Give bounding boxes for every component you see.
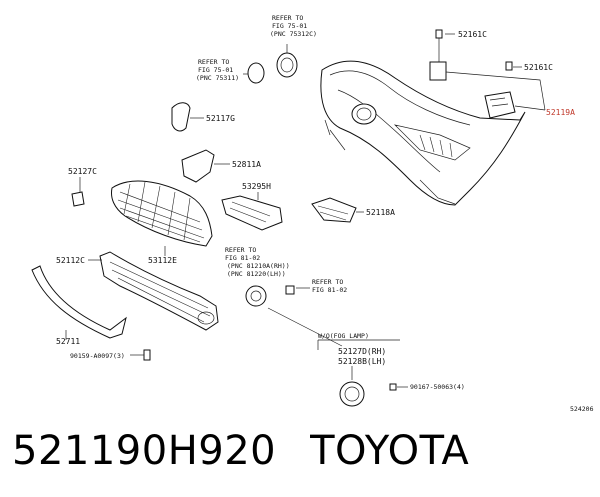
- clip-52161c-right[interactable]: [505, 61, 522, 71]
- label-52127d: 52127D(RH): [338, 347, 386, 356]
- label-52161c-right: 52161C: [524, 63, 553, 72]
- label-52117g: 52117G: [206, 114, 235, 123]
- svg-text:REFER TO: REFER TO: [312, 278, 343, 286]
- label-52811a: 52811A: [232, 160, 261, 169]
- svg-text:REFER TO: REFER TO: [225, 246, 256, 254]
- svg-text:FIG 75-01: FIG 75-01: [198, 66, 233, 74]
- emblem-75312c[interactable]: [276, 44, 298, 78]
- foglamp-81210a[interactable]: [245, 285, 343, 347]
- label-52161c-upper: 52161C: [458, 30, 487, 39]
- label-90159: 90159-A0097(3): [70, 352, 125, 360]
- bumper-cover[interactable]: [320, 60, 526, 206]
- bulb-81-02[interactable]: [285, 285, 310, 295]
- retainer-52119a[interactable]: [445, 71, 546, 119]
- label-90167: 90167-50063(4): [410, 383, 465, 391]
- label-fog-header: W/O(FOG LAMP): [318, 332, 369, 340]
- label-refer-81210a: REFER TO FIG 81-02 (PNC 81210A(RH)) (PNC…: [225, 246, 290, 278]
- svg-text:(PNC 75312C): (PNC 75312C): [270, 30, 317, 38]
- shroud-52811a[interactable]: [181, 149, 230, 183]
- label-52118a: 52118A: [366, 208, 395, 217]
- grille-53112e[interactable]: [111, 180, 213, 256]
- label-52112c: 52112C: [56, 256, 85, 265]
- label-52119a: 52119A: [546, 108, 575, 117]
- screw-90159[interactable]: [130, 349, 151, 361]
- label-refer-75311: REFER TO FIG 75-01 (PNC 75311): [196, 58, 239, 82]
- svg-text:REFER TO: REFER TO: [198, 58, 229, 66]
- svg-text:REFER TO: REFER TO: [272, 14, 303, 22]
- label-refer-75312c: REFER TO FIG 75-01 (PNC 75312C): [270, 14, 317, 38]
- label-53112e: 53112E: [148, 256, 177, 265]
- svg-text:(PNC 81220(LH)): (PNC 81220(LH)): [227, 270, 286, 278]
- label-52711: 52711: [56, 337, 80, 346]
- label-52127c: 52127C: [68, 167, 97, 176]
- fog-cover-52127d[interactable]: [317, 339, 400, 407]
- figure-id: 524206: [570, 405, 594, 413]
- screw-90167[interactable]: [389, 383, 408, 391]
- svg-text:FIG 81-02: FIG 81-02: [225, 254, 260, 262]
- emblem-75311[interactable]: [243, 62, 265, 84]
- part-number: 521190H920: [12, 428, 277, 474]
- label-refer-81-02: REFER TO FIG 81-02: [312, 278, 347, 294]
- label-52128b: 52128B(LH): [338, 357, 386, 366]
- bracket-52117g[interactable]: [171, 102, 204, 132]
- clip-52161c-upper[interactable]: [429, 29, 455, 81]
- brand-name: TOYOTA: [310, 428, 470, 474]
- lip-52711[interactable]: [31, 265, 127, 340]
- duct-53295h[interactable]: [221, 192, 283, 231]
- svg-text:(PNC 81210A(RH)): (PNC 81210A(RH)): [227, 262, 290, 270]
- lower-grille-52112c[interactable]: [88, 251, 219, 331]
- svg-text:FIG 75-01: FIG 75-01: [272, 22, 307, 30]
- cap-52127c[interactable]: [71, 177, 85, 207]
- part-caption: 521190H920 TOYOTA: [12, 428, 592, 488]
- svg-text:(PNC 75311): (PNC 75311): [196, 74, 239, 82]
- garnish-52118a[interactable]: [311, 197, 364, 223]
- label-53295h: 53295H: [242, 182, 271, 191]
- svg-text:FIG 81-02: FIG 81-02: [312, 286, 347, 294]
